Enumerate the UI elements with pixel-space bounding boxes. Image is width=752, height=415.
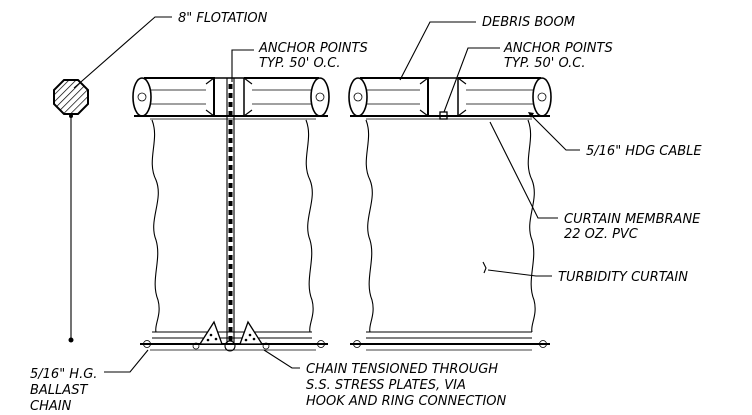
turbidity-curtain-label: TURBIDITY CURTAIN	[558, 270, 688, 285]
anchor-points-right-label: ANCHOR POINTS	[503, 41, 613, 56]
membrane-label: CURTAIN MEMBRANE	[564, 212, 701, 227]
right-curtain-panel	[348, 77, 552, 351]
ballast-label-3: CHAIN	[30, 399, 72, 414]
flotation-label: 8" FLOTATION	[178, 11, 268, 26]
chain-link	[228, 219, 233, 224]
leader-lines	[73, 16, 580, 373]
chain-tension-label-3: HOOK AND RING CONNECTION	[306, 394, 507, 409]
anchor-points-left-label: ANCHOR POINTS	[258, 41, 368, 56]
chain-link	[228, 300, 233, 305]
flotation-section	[53, 79, 89, 343]
labels: 8" FLOTATION ANCHOR POINTS TYP. 50' O.C.…	[30, 11, 702, 414]
chain-link	[228, 273, 233, 278]
chain-link	[228, 102, 233, 107]
cable-label: 5/16" HDG CABLE	[586, 144, 702, 159]
chain-link	[228, 327, 233, 332]
membrane-material-label: 22 OZ. PVC	[564, 227, 639, 242]
anchor-spacing-right-label: TYP. 50' O.C.	[504, 56, 586, 71]
chain-link	[228, 84, 233, 89]
left-curtain-panel	[132, 77, 330, 352]
chain-link	[228, 165, 233, 170]
chain-link	[228, 147, 233, 152]
chain-link	[228, 210, 233, 215]
chain-link	[228, 228, 233, 233]
chain-link	[228, 192, 233, 197]
ballast-label-2: BALLAST	[30, 383, 88, 398]
chain-link	[228, 183, 233, 188]
chain-link	[228, 336, 233, 341]
ballast-label-1: 5/16" H.G.	[30, 367, 97, 382]
chain-link	[228, 264, 233, 269]
chain-link	[228, 174, 233, 179]
chain-link	[228, 318, 233, 323]
chain-link	[228, 111, 233, 116]
chain-link	[228, 93, 233, 98]
debris-boom-label: DEBRIS BOOM	[482, 15, 575, 30]
anchor-spacing-left-label: TYP. 50' O.C.	[259, 56, 341, 71]
chain-tension-label-2: S.S. STRESS PLATES, VIA	[306, 378, 466, 393]
chain-link	[228, 291, 233, 296]
chain-link	[228, 156, 233, 161]
chain-link	[228, 120, 233, 125]
chain-tension-label-1: CHAIN TENSIONED THROUGH	[306, 362, 498, 377]
chain-link	[228, 282, 233, 287]
chain-link	[228, 237, 233, 242]
chain-link	[228, 201, 233, 206]
chain-link	[228, 138, 233, 143]
chain-link	[228, 255, 233, 260]
chain-link	[228, 309, 233, 314]
chain-link	[228, 246, 233, 251]
chain-link	[228, 129, 233, 134]
